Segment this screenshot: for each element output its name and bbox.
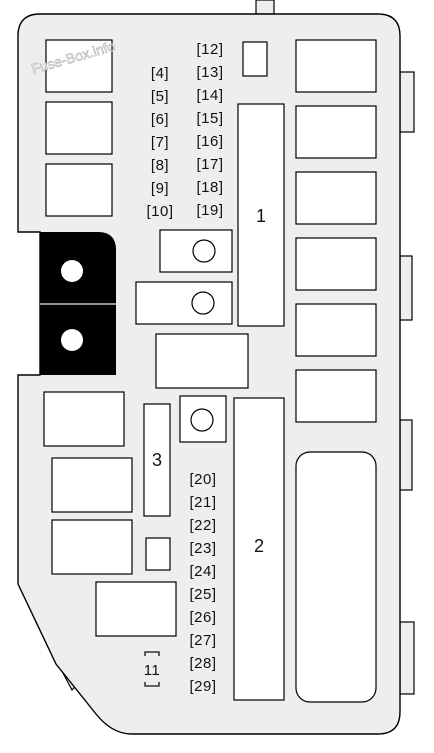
top-tab-left — [255, 0, 275, 15]
right-tab-2 — [399, 255, 413, 321]
right-tab-1 — [399, 71, 415, 133]
fuse-23-label: [23] — [189, 540, 216, 557]
fuse-22-label: [22] — [189, 517, 216, 534]
fuse-16-label: [16] — [196, 133, 223, 150]
fuse-19-label: [19] — [196, 202, 223, 219]
small-square-bottom — [145, 537, 171, 571]
fuse-11-bracket-bottom — [144, 682, 160, 687]
fuse-24-label: [24] — [189, 563, 216, 580]
fuse-labels-left-column: [4] [5] [6] [7] [8] [9] [10] — [146, 65, 173, 220]
relay-lower-left-3 — [51, 519, 133, 575]
fuse-6-label: [6] — [151, 111, 169, 128]
fuse-15-label: [15] — [196, 110, 223, 127]
large-fuse-1-label: 1 — [256, 206, 266, 226]
fuse-18-label: [18] — [196, 179, 223, 196]
fuse-labels-upper-column: [12] [13] [14] [15] [16] [17] [18] [19] — [196, 41, 223, 219]
relay-left-3 — [45, 163, 113, 217]
fuse-29-label: [29] — [189, 678, 216, 695]
connector-terminal-lower — [61, 329, 83, 351]
small-square-top — [242, 41, 268, 77]
fuse-26-label: [26] — [189, 609, 216, 626]
relay-left-2 — [45, 101, 113, 155]
circle-relay-1-terminal — [192, 239, 216, 263]
relay-left-1 — [45, 39, 113, 93]
large-slot-bottom-right — [295, 451, 377, 703]
fuse-28-label: [28] — [189, 655, 216, 672]
circle-relay-3-terminal — [190, 408, 214, 432]
large-fuse-2 — [233, 397, 285, 701]
circle-relay-2-terminal — [191, 291, 215, 315]
fuse-4-label: [4] — [151, 65, 169, 82]
relay-right-4 — [295, 237, 377, 291]
large-fuse-3 — [143, 403, 171, 517]
fuse-14-label: [14] — [196, 87, 223, 104]
fuse-13-label: [13] — [196, 64, 223, 81]
relay-right-1 — [295, 39, 377, 93]
fuse-11: 11 — [144, 651, 161, 687]
fuse-labels-lower-column: [20] [21] [22] [23] [24] [25] [26] [27] [28] [29] — [189, 471, 216, 695]
fuse-21-label: [21] — [189, 494, 216, 511]
connector-terminal-upper — [61, 260, 83, 282]
large-fuse-3-label: 3 — [152, 450, 162, 470]
fuse-27-label: [27] — [189, 632, 216, 649]
fuse-25-label: [25] — [189, 586, 216, 603]
fuse-8-label: [8] — [151, 157, 169, 174]
relay-right-3 — [295, 171, 377, 225]
relay-right-6 — [295, 369, 377, 423]
relay-lower-left-4 — [95, 581, 177, 637]
fuse-7-label: [7] — [151, 134, 169, 151]
relay-right-5 — [295, 303, 377, 357]
fuse-12-label: [12] — [196, 41, 223, 58]
fuse-9-label: [9] — [151, 180, 169, 197]
right-tab-4 — [399, 621, 415, 695]
fuse-10-label: [10] — [146, 203, 173, 220]
large-fuse-2-label: 2 — [254, 536, 264, 556]
fuse-20-label: [20] — [189, 471, 216, 488]
relay-right-2 — [295, 105, 377, 159]
fuse-11-bracket-top — [144, 651, 160, 656]
fuse-17-label: [17] — [196, 156, 223, 173]
circle-relay-2 — [135, 281, 233, 325]
fuse-5-label: [5] — [151, 88, 169, 105]
relay-lower-left-1 — [43, 391, 125, 447]
fuse-11-label: 11 — [144, 662, 161, 679]
large-fuse-1 — [237, 103, 285, 327]
relay-lower-left-2 — [51, 457, 133, 513]
right-tab-3 — [399, 419, 413, 491]
relay-middle — [155, 333, 249, 389]
